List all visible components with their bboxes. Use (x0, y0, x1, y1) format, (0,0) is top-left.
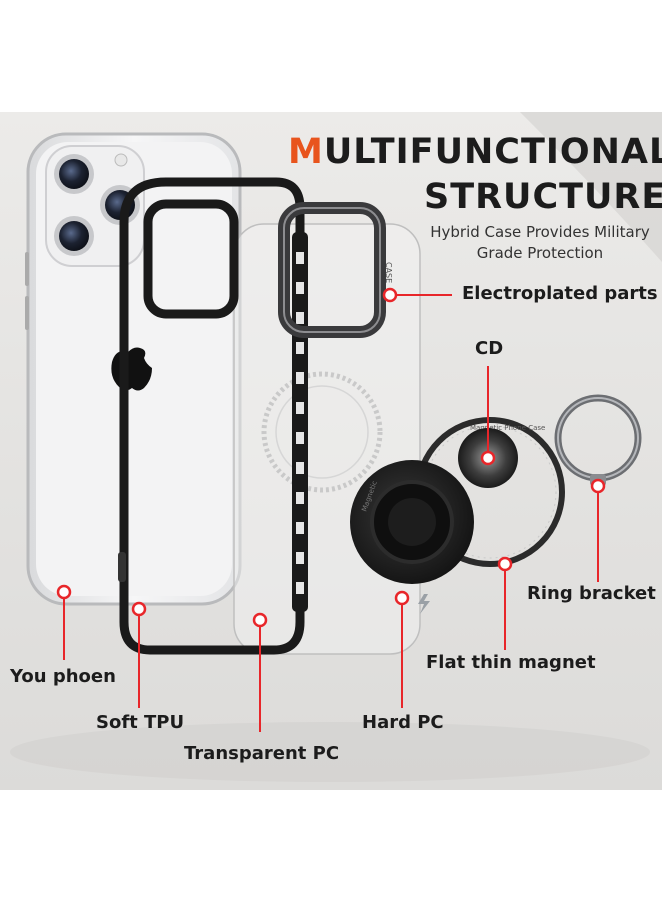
magsafe-ring-outline (261, 371, 383, 493)
heading-first-letter: M (288, 132, 324, 172)
label-flat-thin-magnet: Flat thin magnet (426, 652, 596, 673)
label-soft-tpu: Soft TPU (96, 712, 185, 733)
magnetic-ring-assembly: Magnetic Phone Case Magnetic (350, 417, 565, 614)
exploded-case-illustration: CASE Magnetic Phone Case Magnetic (10, 112, 662, 782)
callout-leaders (63, 294, 599, 732)
label-you-phoen: You phoen (10, 666, 116, 687)
heading-line-1: MULTIFUNCTIONAL (288, 132, 662, 172)
electroplated-camera-frame: CASE (278, 202, 393, 338)
label-cd: CD (475, 338, 504, 359)
heading-line-1-rest: ULTIFUNCTIONAL (323, 132, 662, 172)
ring-bracket (554, 394, 642, 486)
label-hard-pc: Hard PC (362, 712, 444, 733)
heading-line-2: STRUCTURE (424, 177, 662, 217)
subheading: Hybrid Case Provides Military Grade Prot… (425, 222, 655, 264)
background-leaf-shadow (520, 112, 662, 262)
camera-lens-icon (54, 153, 140, 256)
label-electroplated-parts: Electroplated parts (462, 283, 658, 304)
label-transparent-pc: Transparent PC (184, 743, 340, 764)
product-infographic: CASE Magnetic Phone Case Magnetic (0, 112, 662, 790)
charging-bolt-icon (418, 594, 430, 614)
camera-cutout (143, 199, 239, 319)
phone (25, 132, 242, 606)
subheading-line-2: Grade Protection (476, 244, 604, 262)
subheading-line-1: Hybrid Case Provides Military (430, 223, 650, 241)
ring-engraving: Magnetic Phone Case (470, 424, 545, 432)
case-tag-text: CASE (384, 262, 393, 283)
label-ring-bracket: Ring bracket (527, 583, 656, 604)
callout-dots (56, 287, 606, 628)
floor-shadow (10, 722, 650, 782)
